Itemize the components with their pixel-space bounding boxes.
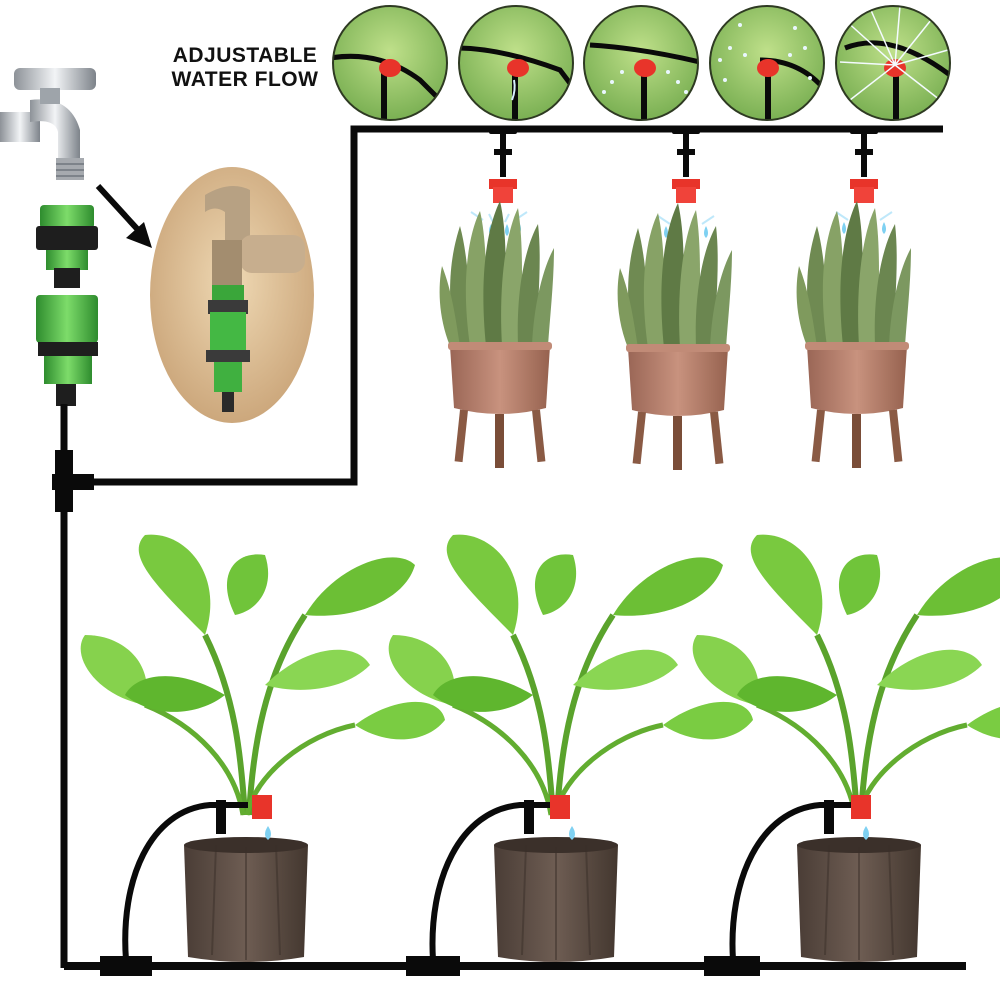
leafy-plant-pot bbox=[389, 535, 753, 963]
headline-line-2: WATER FLOW bbox=[171, 68, 319, 91]
hose-connector-icon bbox=[36, 205, 98, 406]
emitter-icon bbox=[216, 795, 871, 834]
arrow-icon bbox=[95, 183, 152, 248]
emitter-icon bbox=[489, 127, 878, 203]
snake-plant-pot bbox=[796, 201, 911, 468]
headline-line-1: ADJUSTABLE bbox=[172, 44, 318, 67]
leafy-plant-pot bbox=[81, 535, 445, 963]
spray-level-3 bbox=[584, 6, 698, 120]
feeder-hoses bbox=[122, 802, 858, 961]
faucet-icon bbox=[0, 68, 96, 180]
spray-level-4 bbox=[710, 6, 824, 120]
snake-plant-pot bbox=[439, 201, 554, 468]
installation-photo bbox=[150, 167, 314, 423]
spray-level-1 bbox=[333, 6, 447, 120]
spray-level-2 bbox=[459, 6, 573, 120]
snake-plant-pot bbox=[617, 203, 732, 470]
headline: ADJUSTABLE WATER FLOW bbox=[150, 44, 340, 92]
spray-level-5 bbox=[836, 6, 950, 120]
water-drop-icon bbox=[265, 826, 869, 840]
